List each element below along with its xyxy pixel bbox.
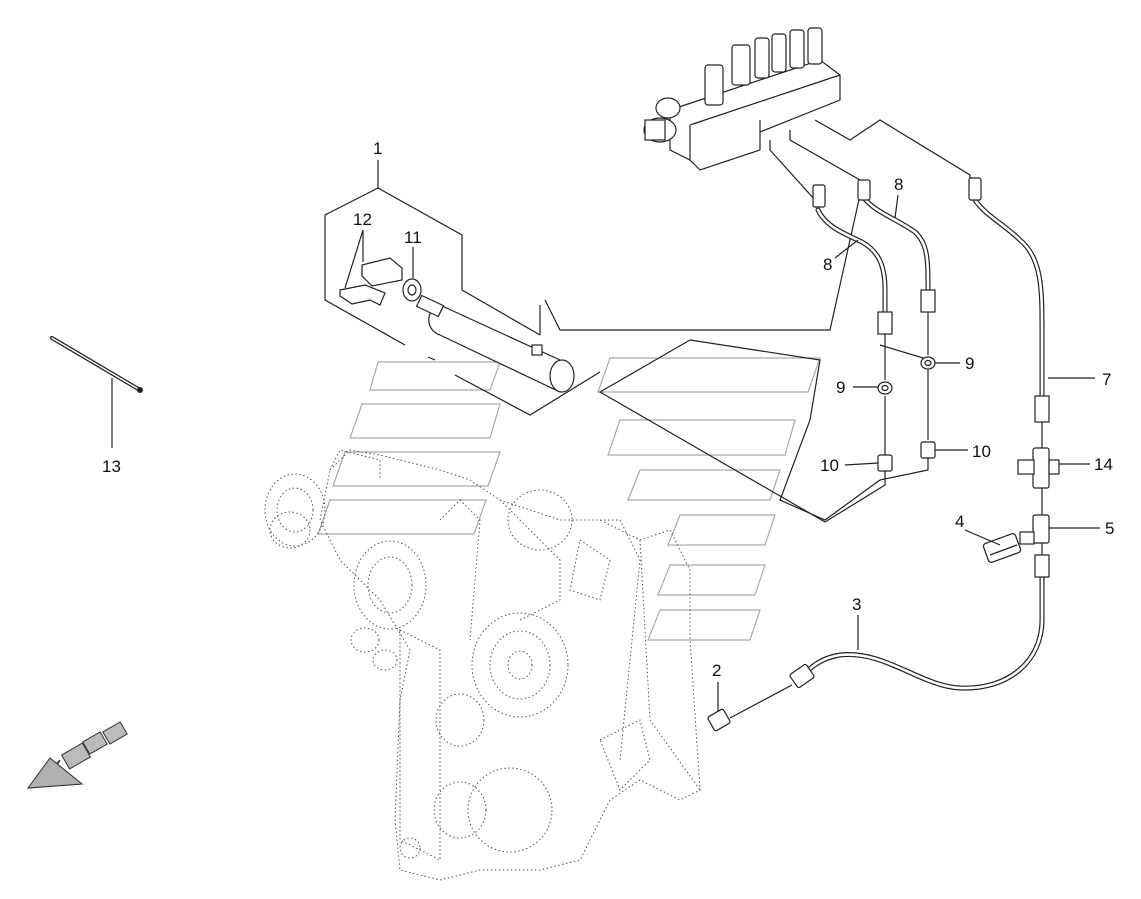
callout-3: 3 xyxy=(852,595,861,614)
adapter-right xyxy=(920,441,936,459)
callout-8-right: 8 xyxy=(894,175,903,194)
hose-8-right xyxy=(857,179,936,313)
callout-labels: 1 2 3 4 5 7 8 8 9 9 10 10 11 12 13 14 xyxy=(102,139,1114,680)
hose-7 xyxy=(968,177,1050,423)
callout-14: 14 xyxy=(1094,455,1113,474)
adapter-left xyxy=(877,454,893,472)
gearbox-housing xyxy=(264,449,701,881)
control-valve-block xyxy=(643,27,971,205)
direction-arrow-icon xyxy=(26,721,128,789)
callout-2: 2 xyxy=(712,661,721,680)
callout-5: 5 xyxy=(1105,519,1114,538)
seal-ring-right xyxy=(920,356,936,370)
quick-coupler xyxy=(982,533,1022,563)
watermark-logo xyxy=(317,357,821,641)
callout-12: 12 xyxy=(353,210,372,229)
callout-1: 1 xyxy=(373,139,382,158)
seal-ring-left xyxy=(877,381,893,395)
hose-3 xyxy=(789,554,1050,691)
tee-connector-14 xyxy=(1017,447,1060,489)
hydraulic-cylinder xyxy=(415,294,575,393)
callout-10-right: 10 xyxy=(972,442,991,461)
callout-11: 11 xyxy=(404,228,422,247)
cable-tie xyxy=(50,336,143,393)
callout-13: 13 xyxy=(102,457,121,476)
callout-9-right: 9 xyxy=(965,354,974,373)
lock-nut xyxy=(402,278,422,302)
clevis-part xyxy=(339,257,403,306)
hose-8-left xyxy=(812,184,893,335)
callout-8-left: 8 xyxy=(823,255,832,274)
tee-connector-5 xyxy=(1019,514,1050,545)
callout-9-left: 9 xyxy=(836,378,845,397)
adapter-2 xyxy=(707,708,731,732)
callout-4: 4 xyxy=(955,512,964,531)
cylinder-assembly-group xyxy=(324,187,601,416)
leader-lines xyxy=(111,160,1100,712)
callout-10-left: 10 xyxy=(820,456,839,475)
callout-7: 7 xyxy=(1102,370,1111,389)
